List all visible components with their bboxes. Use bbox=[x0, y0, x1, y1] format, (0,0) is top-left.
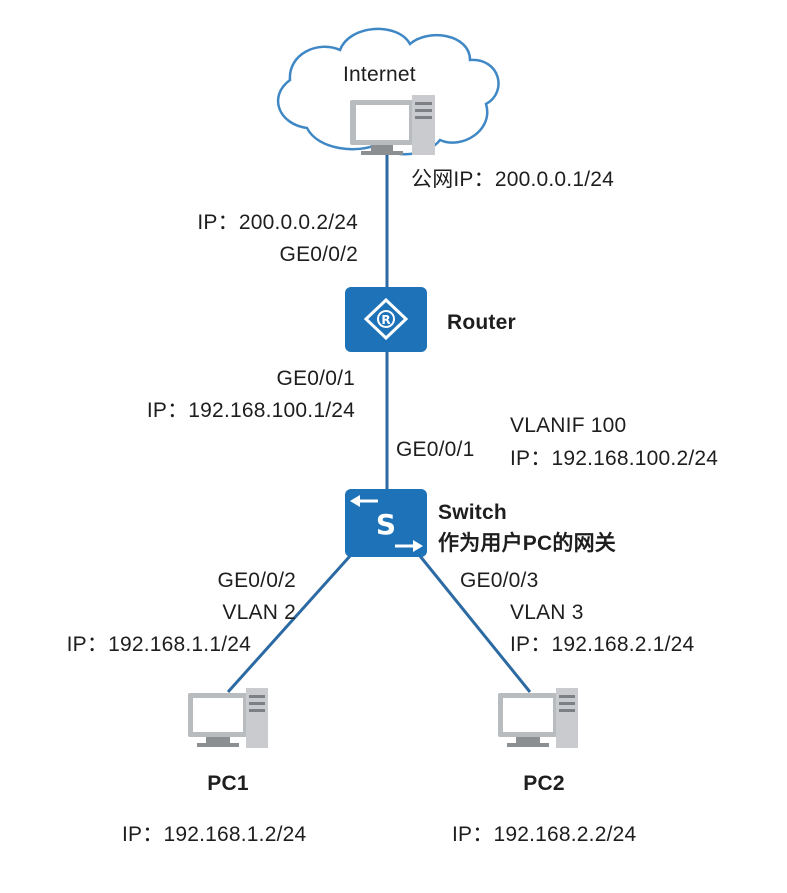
pc1-name-label: PC1 bbox=[207, 772, 249, 795]
switch-role-label: 作为用户PC的网关 bbox=[438, 532, 616, 555]
pc2-name-label: PC2 bbox=[523, 772, 565, 795]
isp-public-ip-label: 公网IP：200.0.0.1/24 bbox=[411, 168, 615, 191]
switch-left-ip-label: IP：192.168.1.1/24 bbox=[66, 633, 251, 656]
router-wan-ip-label: IP：200.0.0.2/24 bbox=[197, 211, 358, 234]
pc1-icon bbox=[188, 688, 268, 748]
switch-right-ip-label: IP：192.168.2.1/24 bbox=[510, 633, 695, 656]
router-lan-ip-label: IP：192.168.100.1/24 bbox=[146, 399, 355, 422]
router-lan-port-label: GE0/0/1 bbox=[276, 367, 355, 390]
svg-text:S: S bbox=[376, 508, 396, 541]
switch-vlanif-ip-label: IP：192.168.100.2/24 bbox=[510, 447, 719, 470]
switch-left-vlan-label: VLAN 2 bbox=[222, 601, 296, 624]
svg-text:R: R bbox=[381, 313, 390, 327]
link-switch-pc1 bbox=[226, 554, 352, 694]
pc1-ip-label: IP：192.168.1.2/24 bbox=[122, 823, 307, 846]
switch-vlanif-label: VLANIF 100 bbox=[510, 414, 627, 437]
router-icon: R bbox=[345, 287, 427, 352]
switch-icon: S bbox=[345, 489, 427, 557]
pc2-icon bbox=[498, 688, 578, 748]
switch-name-label: Switch bbox=[438, 501, 507, 524]
internet-label: Internet bbox=[343, 63, 416, 86]
link-switch-pc2 bbox=[418, 555, 532, 693]
switch-right-port-label: GE0/0/3 bbox=[460, 569, 539, 592]
switch-uplink-port-label: GE0/0/1 bbox=[396, 438, 475, 461]
router-wan-port-label: GE0/0/2 bbox=[279, 243, 358, 266]
server-pc-icon bbox=[350, 95, 435, 155]
switch-left-port-label: GE0/0/2 bbox=[217, 569, 296, 592]
router-name-label: Router bbox=[447, 311, 516, 334]
switch-right-vlan-label: VLAN 3 bbox=[510, 601, 584, 624]
pc2-ip-label: IP：192.168.2.2/24 bbox=[452, 823, 637, 846]
